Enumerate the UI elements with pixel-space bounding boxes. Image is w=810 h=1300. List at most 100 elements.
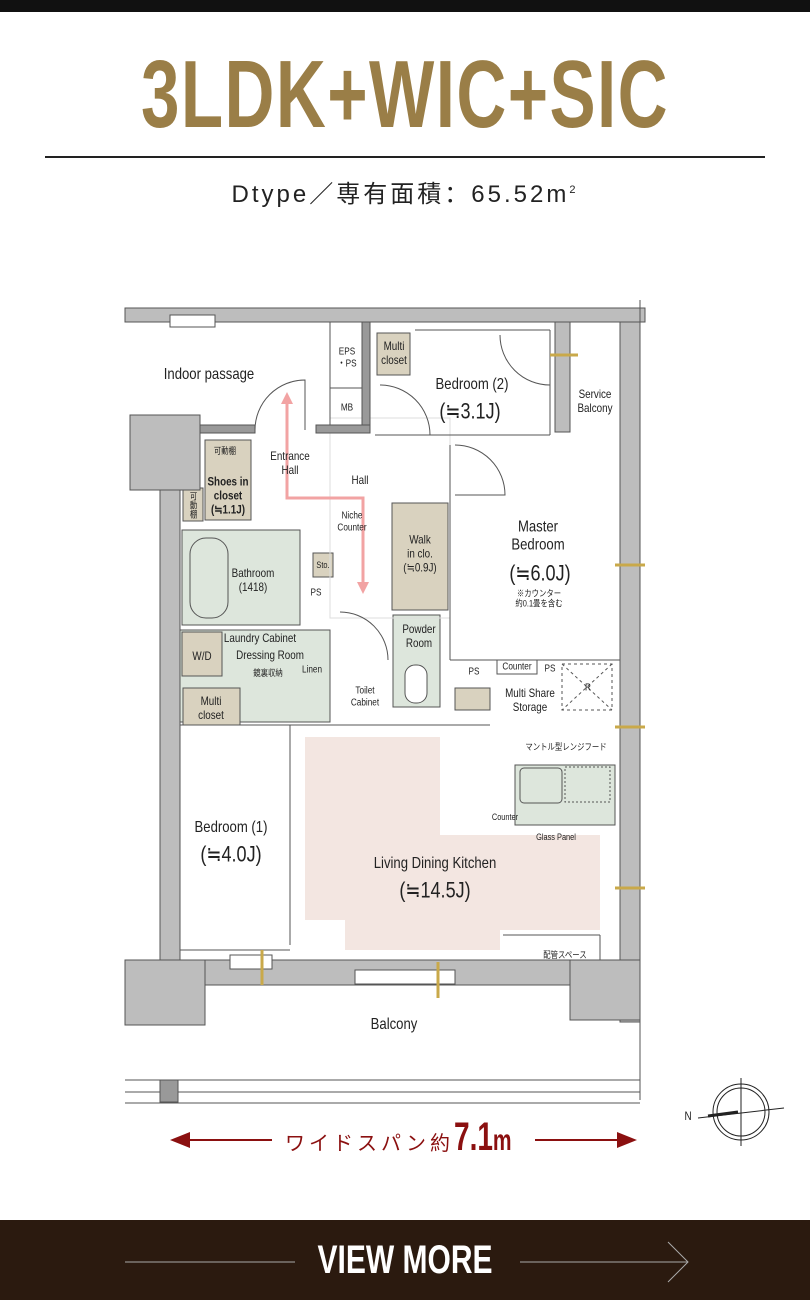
compass-north-label: N [684,1109,692,1124]
text: closet [198,708,224,722]
text: Powder [402,622,436,637]
multi-closet-area [182,687,241,726]
text: Master [517,518,559,536]
text: Multi [383,339,405,354]
label-ps-3: PS [544,663,556,675]
entrance-door [254,379,306,431]
span-number: 7.1 [454,1115,493,1159]
text: Multi [200,694,222,709]
area-unit-sup: 2 [569,184,579,196]
label-balcony: Balcony [370,1015,418,1033]
wide-span-label: ワイドスパン約7.1m [285,1115,536,1160]
multi-closet-top-area [376,332,411,376]
label-ps: PS [310,587,322,599]
top-bar [0,0,810,12]
span-arrows [170,1132,637,1148]
view-more-bar[interactable] [0,1220,810,1300]
wic-area [391,502,449,611]
label-master-size: (≒6.0J) [509,560,571,586]
text: Storage [512,700,548,714]
area-value: 65.52 [471,181,547,208]
eps-text: EPS [338,346,356,358]
ldk-area [440,835,600,930]
label-bedroom-2-size: (≒3.1J) [439,398,501,424]
wall-eps-bottom [315,424,371,434]
arrow-right-icon [667,1241,689,1283]
span-label-text: ワイドスパン約 [285,1133,454,1155]
label-sto: Sto. [316,559,330,570]
text: Walk [409,532,431,547]
multi-share-storage-area [454,687,491,711]
label-mb: MB [340,402,354,414]
floor-plan-drawing [124,300,785,1148]
text: Hall [281,463,299,477]
wall-right [619,321,641,1023]
label-linen: Linen [301,664,323,676]
span-value: 7.1m [454,1115,512,1160]
sink [519,767,563,804]
label-indoor-passage: Indoor passage [163,365,255,383]
label-counter-kitchen: Counter [491,811,519,822]
wall-left-bottom [124,959,206,1026]
span-unit: m [492,1124,512,1157]
label-ldk: Living Dining Kitchen [373,854,497,872]
label-bedroom-2: Bedroom (2) [435,375,509,393]
text: Shoes in [207,474,249,489]
balcony-post [159,1079,179,1103]
text: (≒1.1J) [211,501,245,516]
title-divider [45,156,765,158]
label-bathroom: Bathroom(1418) [232,566,275,595]
label-glass-panel: Glass Panel [536,831,576,842]
subtitle-prefix: Dtype／専有面積： [231,181,472,208]
text: Cabinet [350,697,380,708]
label-wd: W/D [192,649,212,664]
label-master-note: ※カウンター約0.1畳を含む [515,589,562,610]
label-range-hood: マントル型レンジフード [525,741,607,752]
label-bedroom-1-size: (≒4.0J) [200,841,262,867]
wall-entrance [199,424,256,434]
wall-eps [361,321,371,433]
master-counter-box [496,659,538,675]
ps-text: ・PS [337,358,357,369]
bathtub [189,537,229,619]
text: Entrance [270,449,310,464]
service-balcony-wall [554,321,571,433]
wall-bottom-right [569,959,641,1021]
sto-area [312,552,334,578]
master-door [454,444,506,496]
route-arrow-down-icon [357,582,369,594]
label-counter-master: Counter [502,661,532,673]
window [354,969,456,985]
label-eps-ps: EPS・PS [337,347,356,370]
text: (≒0.9J) [403,559,437,574]
text: in clo. [407,546,433,561]
powder-door [339,611,389,661]
window [229,954,273,970]
label-dressing-room: Dressing Room [236,648,304,663]
label-shelf-top: 可動棚 [213,445,237,456]
view-more-button[interactable]: VIEW MORE [317,1238,493,1282]
area-unit: m [546,181,570,208]
label-shelf-side: 可動棚 [189,491,198,519]
circulation-arrow [285,400,365,585]
text: Room [405,636,433,650]
bathroom-area [181,529,301,626]
text: ※カウンター [516,588,562,599]
bedroom2-door [379,384,431,436]
label-pipe-space: 配管スペース [543,949,587,960]
washer-box [181,631,223,677]
wall-top [124,307,646,323]
text: Counter [337,522,367,533]
label-r: R [585,682,591,694]
wall-left-column [129,414,201,491]
window [169,314,216,328]
